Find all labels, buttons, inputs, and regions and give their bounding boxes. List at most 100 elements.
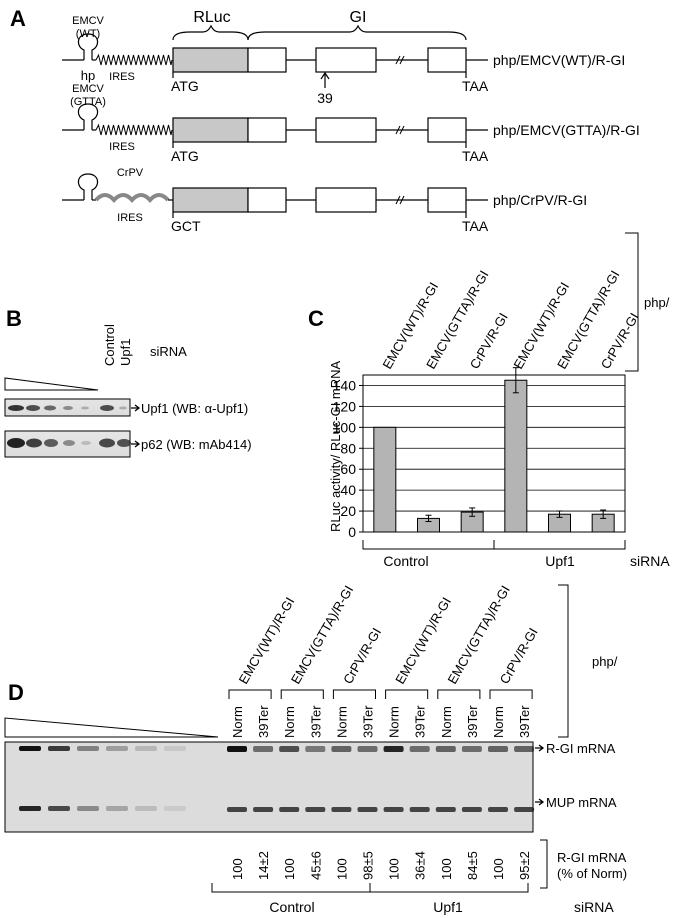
- band: [488, 746, 508, 752]
- bar-chart: 020406080100120140EMCV(WT)/R-GIEMCV(GTTA…: [333, 268, 642, 550]
- exon-1: [247, 47, 287, 73]
- exon-3: [427, 47, 467, 73]
- ires-loops-icon: [94, 193, 170, 203]
- construct-name: php/EMCV(GTTA)/R-GI: [493, 122, 640, 138]
- lane-label: 39Ter: [465, 705, 480, 738]
- northern-blot: [4, 741, 534, 833]
- php-label: php/: [644, 295, 670, 310]
- arrow-icon: [535, 798, 545, 806]
- start-codon: GCT: [171, 218, 201, 234]
- php-bracket: [625, 232, 639, 372]
- rluc-bracket-label: RLuc: [193, 9, 230, 26]
- band-label-rgi: R-GI mRNA: [546, 741, 616, 756]
- y-tick-label: 120: [333, 398, 357, 414]
- band: [77, 806, 99, 811]
- construct-3: CrPV IRES GCT TAA php/CrPV/R-GI: [62, 167, 587, 234]
- sirna-label: siRNA: [574, 899, 614, 915]
- band: [331, 807, 352, 812]
- band: [135, 746, 157, 751]
- exon-1: [247, 117, 287, 143]
- construct-name: php/CrPV/R-GI: [493, 192, 587, 208]
- hairpin-icon: [77, 33, 99, 60]
- construct-bracket: [280, 689, 324, 699]
- hairpin-icon: [77, 103, 99, 130]
- band: [357, 807, 378, 812]
- y-tick-label: 20: [340, 503, 356, 519]
- lane-label: Norm: [387, 706, 402, 738]
- up-arrow-icon: [320, 71, 330, 88]
- arrow-icon: [131, 440, 141, 448]
- stop-codon: TAA: [462, 78, 489, 94]
- value-label: 100: [387, 858, 402, 880]
- band: [106, 746, 128, 751]
- ires-label-mid: (GTTA): [70, 96, 106, 108]
- band: [227, 807, 247, 812]
- group-label-upf1: Upf1: [433, 899, 463, 915]
- value-label: 95±2: [517, 851, 532, 880]
- plot-area: [362, 374, 626, 533]
- gi-bracket-label: GI: [350, 9, 367, 26]
- construct-label: CrPV/R-GI: [497, 625, 541, 686]
- bar: [504, 379, 528, 533]
- band: [435, 807, 456, 812]
- band: [383, 746, 404, 752]
- panel-c-letter: C: [308, 306, 324, 331]
- blot-bands: [19, 746, 535, 812]
- exon-1: [247, 187, 287, 213]
- lane-label-upf1: Upf1: [118, 339, 133, 366]
- ires-zigzag-icon: [95, 53, 173, 66]
- break-icon: [395, 125, 405, 135]
- band: [135, 806, 157, 811]
- position-marker: 39: [317, 90, 333, 106]
- bar: [373, 426, 397, 533]
- exon-2: [315, 187, 377, 213]
- band: [77, 746, 99, 751]
- value-label: 100: [334, 858, 349, 880]
- y-tick-label: 80: [340, 440, 356, 456]
- gi-bracket: [247, 24, 467, 41]
- y-tick-label: 0: [348, 524, 356, 540]
- ires-label-bottom: IRES: [109, 71, 135, 83]
- ires-label-mid: CrPV: [117, 167, 144, 179]
- lane-label: 39Ter: [413, 705, 428, 738]
- band: [48, 746, 70, 751]
- group-label-control: Control: [269, 899, 314, 915]
- sirna-label: siRNA: [630, 553, 670, 569]
- band: [409, 746, 430, 752]
- band-label-mup: MUP mRNA: [546, 795, 617, 810]
- value-label: 100: [282, 858, 297, 880]
- panel-b-letter: B: [6, 306, 22, 331]
- category-label: CrPV/R-GI: [598, 310, 642, 371]
- hairpin-label: hp: [81, 68, 95, 83]
- construct-bracket: [489, 689, 533, 699]
- exon-2: [315, 47, 377, 73]
- band: [461, 746, 482, 752]
- lane-label: Norm: [334, 706, 349, 738]
- construct-label: EMCV(WT)/R-GI: [236, 595, 298, 687]
- band: [253, 746, 274, 752]
- lane-label: 39Ter: [361, 705, 376, 738]
- construct-bracket: [437, 689, 481, 699]
- stop-codon: TAA: [462, 218, 489, 234]
- value-label: 100: [491, 858, 506, 880]
- hairpin-icon: [77, 173, 99, 200]
- group-label-control: Control: [383, 553, 428, 569]
- dilution-wedge: [4, 377, 99, 391]
- value-label-line2: (% of Norm): [557, 866, 627, 881]
- rluc-box: [172, 187, 249, 213]
- band: [435, 746, 456, 752]
- band: [164, 806, 186, 811]
- band: [305, 807, 326, 812]
- value-bracket: [540, 839, 548, 889]
- rluc-box: [172, 47, 249, 73]
- construct-bracket: [385, 689, 429, 699]
- blot-label-p62: p62 (WB: mAb414): [141, 437, 252, 452]
- panel-a-letter: A: [10, 6, 26, 31]
- lane-label-control: Control: [102, 324, 117, 366]
- construct-bracket: [228, 689, 272, 699]
- start-codon: ATG: [171, 148, 199, 164]
- sirna-label: siRNA: [150, 344, 187, 359]
